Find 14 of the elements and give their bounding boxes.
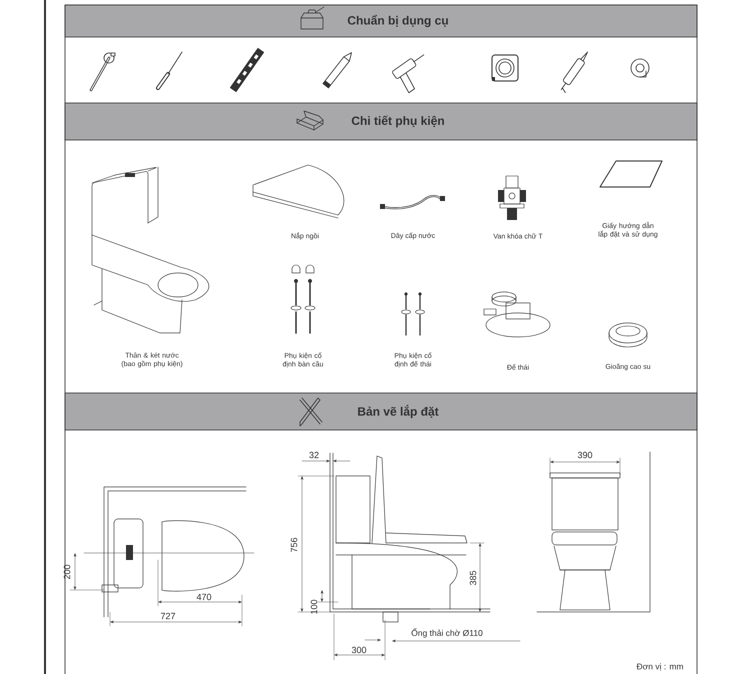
dimension-label: 32: [309, 452, 319, 458]
section-header: Bản vẽ lắp đặt: [64, 392, 698, 430]
dimension-label: 727: [160, 612, 176, 620]
dimension-label: 200: [64, 564, 70, 580]
section-header: Chi tiết phụ kiện: [64, 102, 698, 140]
section-header: Chuẩn bị dụng cụ: [64, 4, 698, 38]
dimension-label: 385: [470, 570, 476, 586]
note-text: Đơn vị : mm: [636, 663, 683, 671]
dimension-label: 100: [310, 600, 318, 614]
dimension-label: 390: [578, 452, 592, 458]
dimension-label: 470: [196, 594, 212, 600]
dimension-label: 300: [352, 646, 366, 654]
note-text: Ống thải chờ Ø110: [412, 628, 482, 638]
dimension-label: 756: [290, 538, 298, 552]
